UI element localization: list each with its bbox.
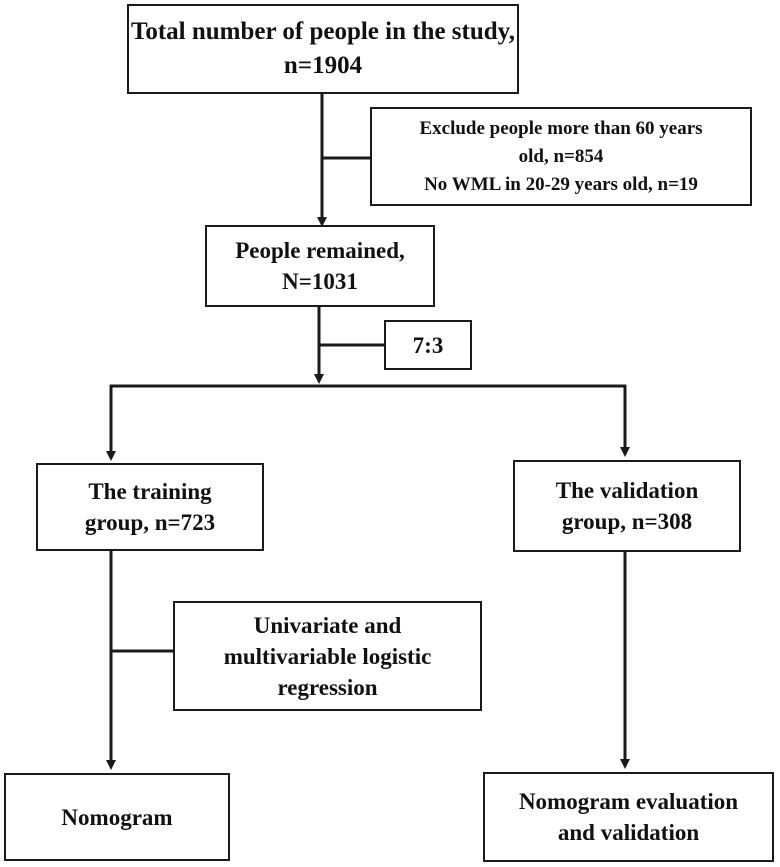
exclusion-box: Exclude people more than 60 years old, n… [370,107,752,206]
split-ratio-label: 7:3 [412,332,444,358]
exclusion-line2: old, n=854 [518,145,604,167]
split-ratio-box: 7:3 [384,320,472,370]
logistic-regression-box: Univariate and multivariable logistic re… [173,601,482,711]
training-group-line1: The training [88,479,212,504]
logistic-regression-line1: Univariate and [253,612,402,638]
logistic-regression-line2: multivariable logistic [223,643,432,669]
exclusion-line1: Exclude people more than 60 years [419,117,703,139]
nomogram-evaluation-box: Nomogram evaluation and validation [483,772,774,862]
nomogram-box: Nomogram [4,773,230,861]
people-remained-line2: N=1031 [282,269,358,294]
training-group-line2: group, n=723 [84,510,216,535]
total-people-line2: n=1904 [283,52,363,79]
exclusion-line3: No WML in 20-29 years old, n=19 [424,173,698,195]
nomogram-label: Nomogram [61,804,173,830]
nomogram-evaluation-line2: and validation [557,820,700,845]
people-remained-box: People remained, N=1031 [205,225,435,307]
total-people-box: Total number of people in the study, n=1… [127,4,519,94]
logistic-regression-line3: regression [277,674,378,700]
people-remained-line1: People remained, [235,238,405,263]
total-people-line1: Total number of people in the study, [130,18,516,45]
training-group-box: The training group, n=723 [36,463,264,551]
validation-group-line1: The validation [555,478,699,503]
validation-group-line2: group, n=308 [561,509,693,534]
validation-group-box: The validation group, n=308 [513,460,741,552]
nomogram-evaluation-line1: Nomogram evaluation [518,789,739,814]
